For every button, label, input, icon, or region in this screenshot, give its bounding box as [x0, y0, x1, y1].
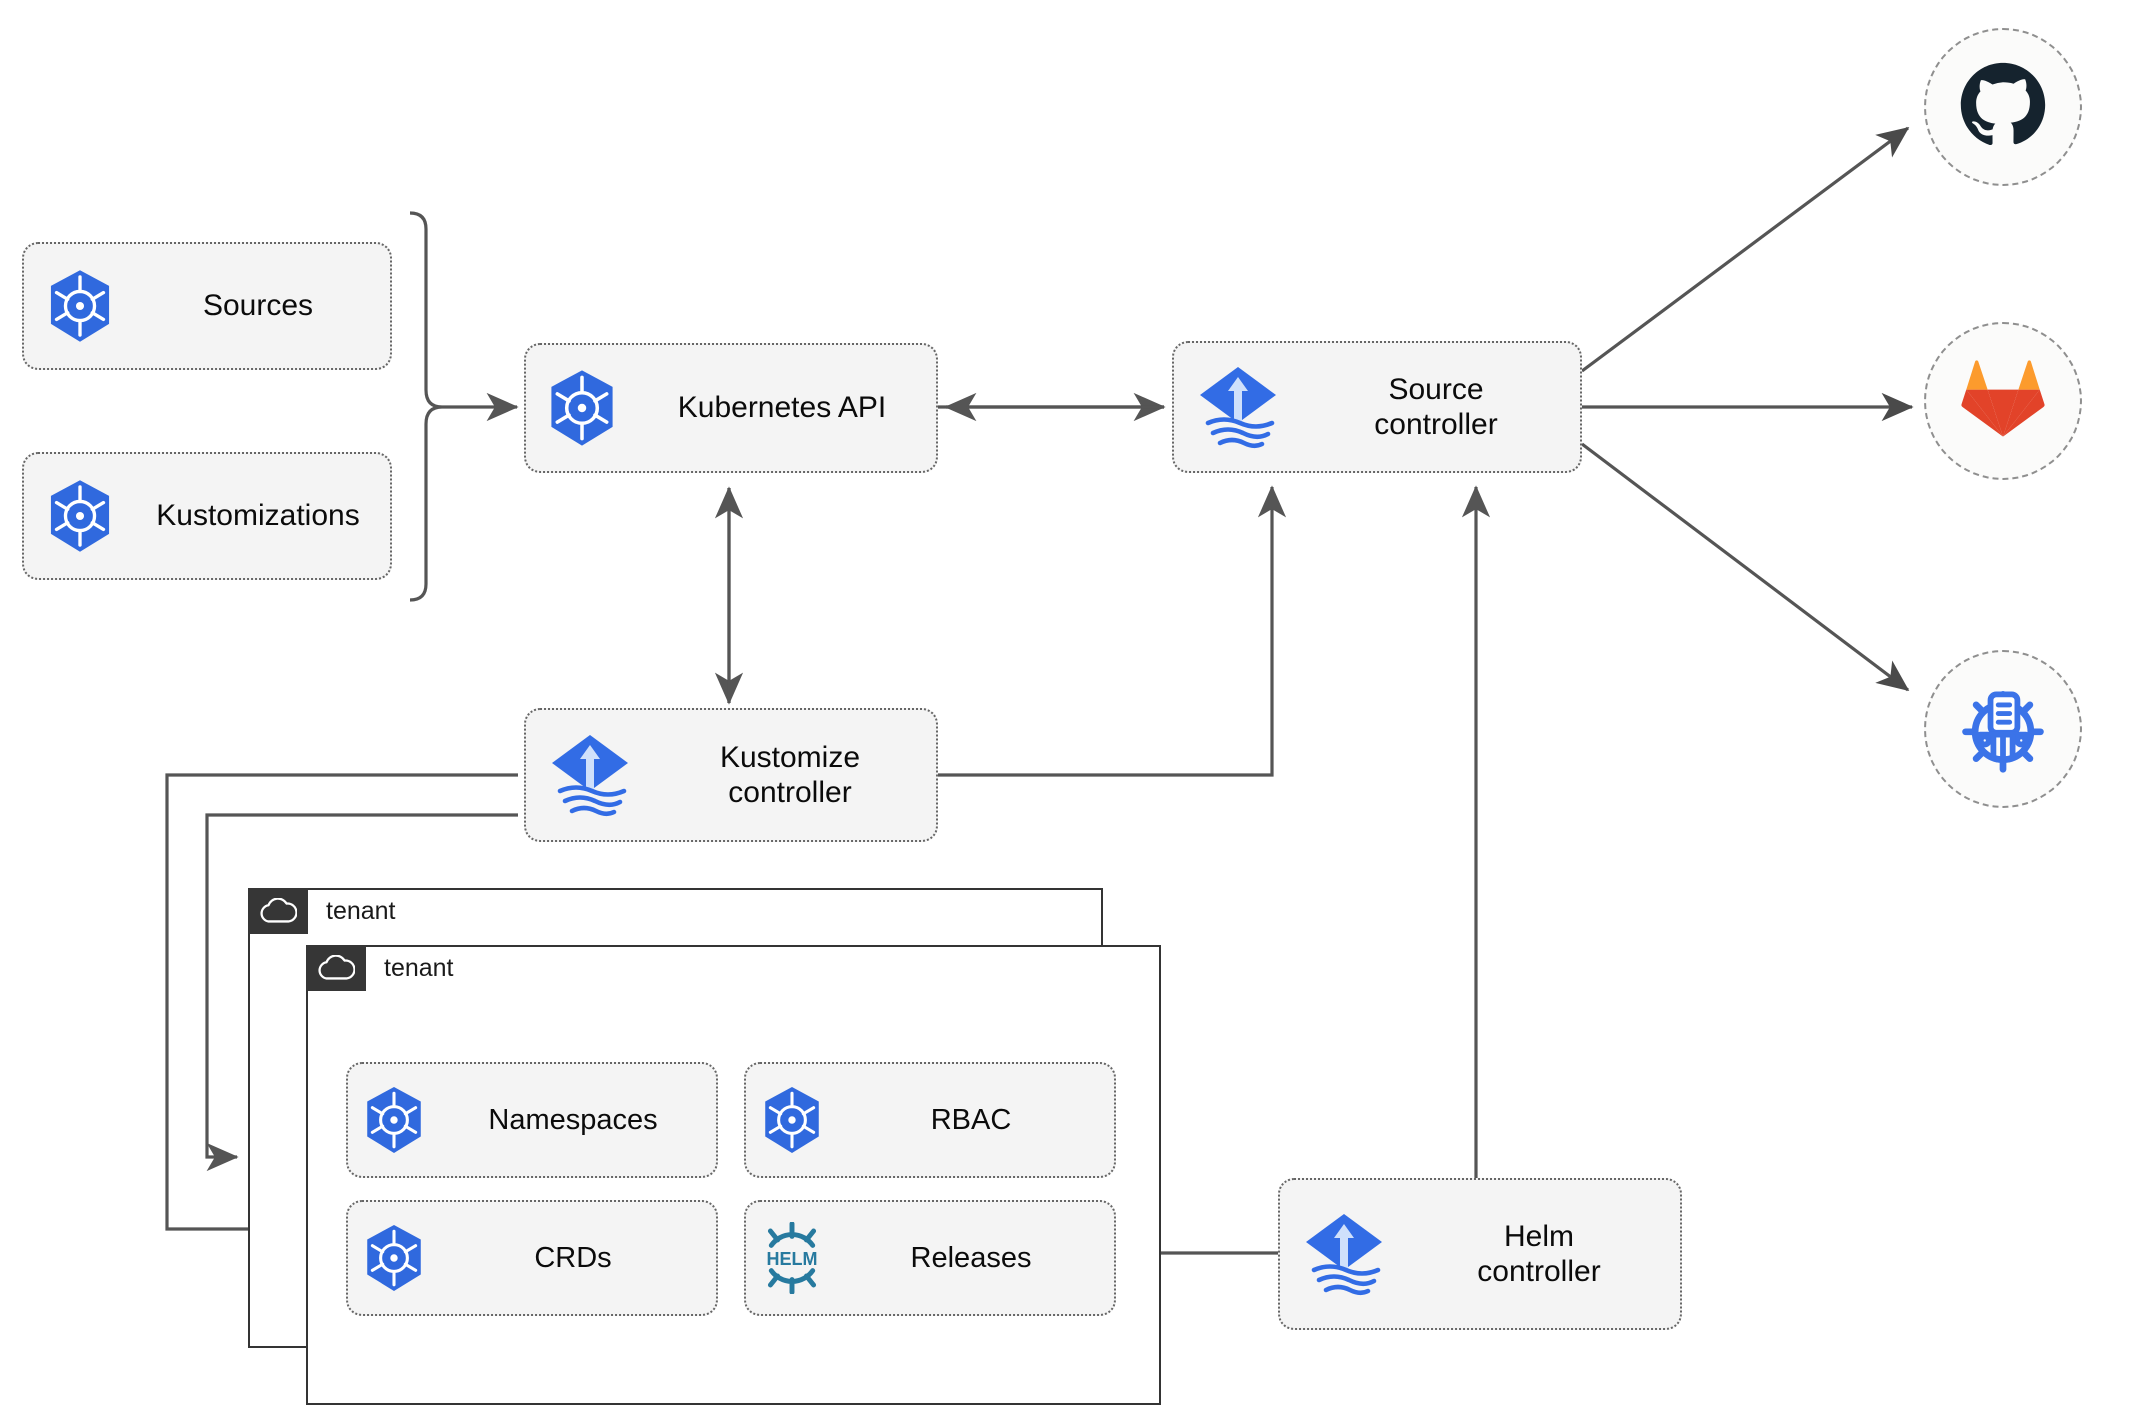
edge-source-ctl-to-github	[1581, 126, 1910, 373]
node-namespaces[interactable]: Namespaces	[346, 1062, 718, 1178]
node-source-controller[interactable]: Source controller	[1172, 341, 1582, 473]
node-source-controller-label: Source controller	[1374, 372, 1498, 441]
kubernetes-icon	[526, 368, 638, 448]
tenant-inner[interactable]: tenant	[306, 945, 1161, 1405]
flux-icon	[1174, 361, 1302, 453]
tenant-outer-header: tenant	[248, 888, 396, 934]
edge-kustomize-ctl-to-source-ctl	[938, 485, 1287, 777]
node-helm-controller[interactable]: Helm controller	[1278, 1178, 1682, 1330]
helm-repo-icon	[1955, 679, 2051, 780]
node-sources-label: Sources	[202, 289, 314, 323]
kubernetes-icon	[24, 478, 136, 554]
helm-wordmark: HELM	[767, 1249, 818, 1269]
tenant-outer-label: tenant	[326, 896, 396, 925]
repo-helm-repository[interactable]	[1924, 650, 2082, 808]
node-crds[interactable]: CRDs	[346, 1200, 718, 1316]
github-icon	[1957, 59, 2049, 156]
node-releases-label: Releases	[910, 1241, 1032, 1274]
cloud-icon	[306, 945, 366, 991]
node-kubernetes-api[interactable]: Kubernetes API	[524, 343, 938, 473]
node-kustomize-controller[interactable]: Kustomize controller	[524, 708, 938, 842]
node-namespaces-label: Namespaces	[488, 1103, 658, 1136]
flux-icon	[526, 729, 654, 821]
node-sources[interactable]: Sources	[22, 242, 392, 370]
node-kustomizations-label: Kustomizations	[156, 499, 360, 533]
helm-icon: HELM	[746, 1222, 838, 1294]
kubernetes-icon	[24, 268, 136, 344]
node-kustomize-controller-label: Kustomize controller	[719, 740, 861, 809]
kubernetes-icon	[746, 1085, 838, 1155]
node-releases[interactable]: HELM Releases	[744, 1200, 1116, 1316]
kubernetes-icon	[348, 1085, 440, 1155]
repo-github[interactable]	[1924, 28, 2082, 186]
gitlab-icon	[1960, 358, 2046, 445]
tenant-inner-header: tenant	[306, 945, 454, 991]
node-helm-controller-label: Helm controller	[1477, 1219, 1601, 1288]
kubernetes-icon	[348, 1223, 440, 1293]
cloud-icon	[248, 888, 308, 934]
node-kubernetes-api-label: Kubernetes API	[677, 391, 887, 425]
tenant-resource-grid: Namespaces	[346, 1062, 1116, 1316]
tenant-inner-label: tenant	[384, 953, 454, 982]
repo-gitlab[interactable]	[1924, 322, 2082, 480]
flux-icon	[1280, 1208, 1408, 1300]
node-kustomizations[interactable]: Kustomizations	[22, 452, 392, 580]
node-rbac-label: RBAC	[930, 1103, 1012, 1136]
edge-group-brace	[409, 211, 443, 602]
edge-source-ctl-to-helmrepo	[1581, 442, 1910, 692]
node-crds-label: CRDs	[534, 1241, 612, 1274]
node-rbac[interactable]: RBAC	[744, 1062, 1116, 1178]
